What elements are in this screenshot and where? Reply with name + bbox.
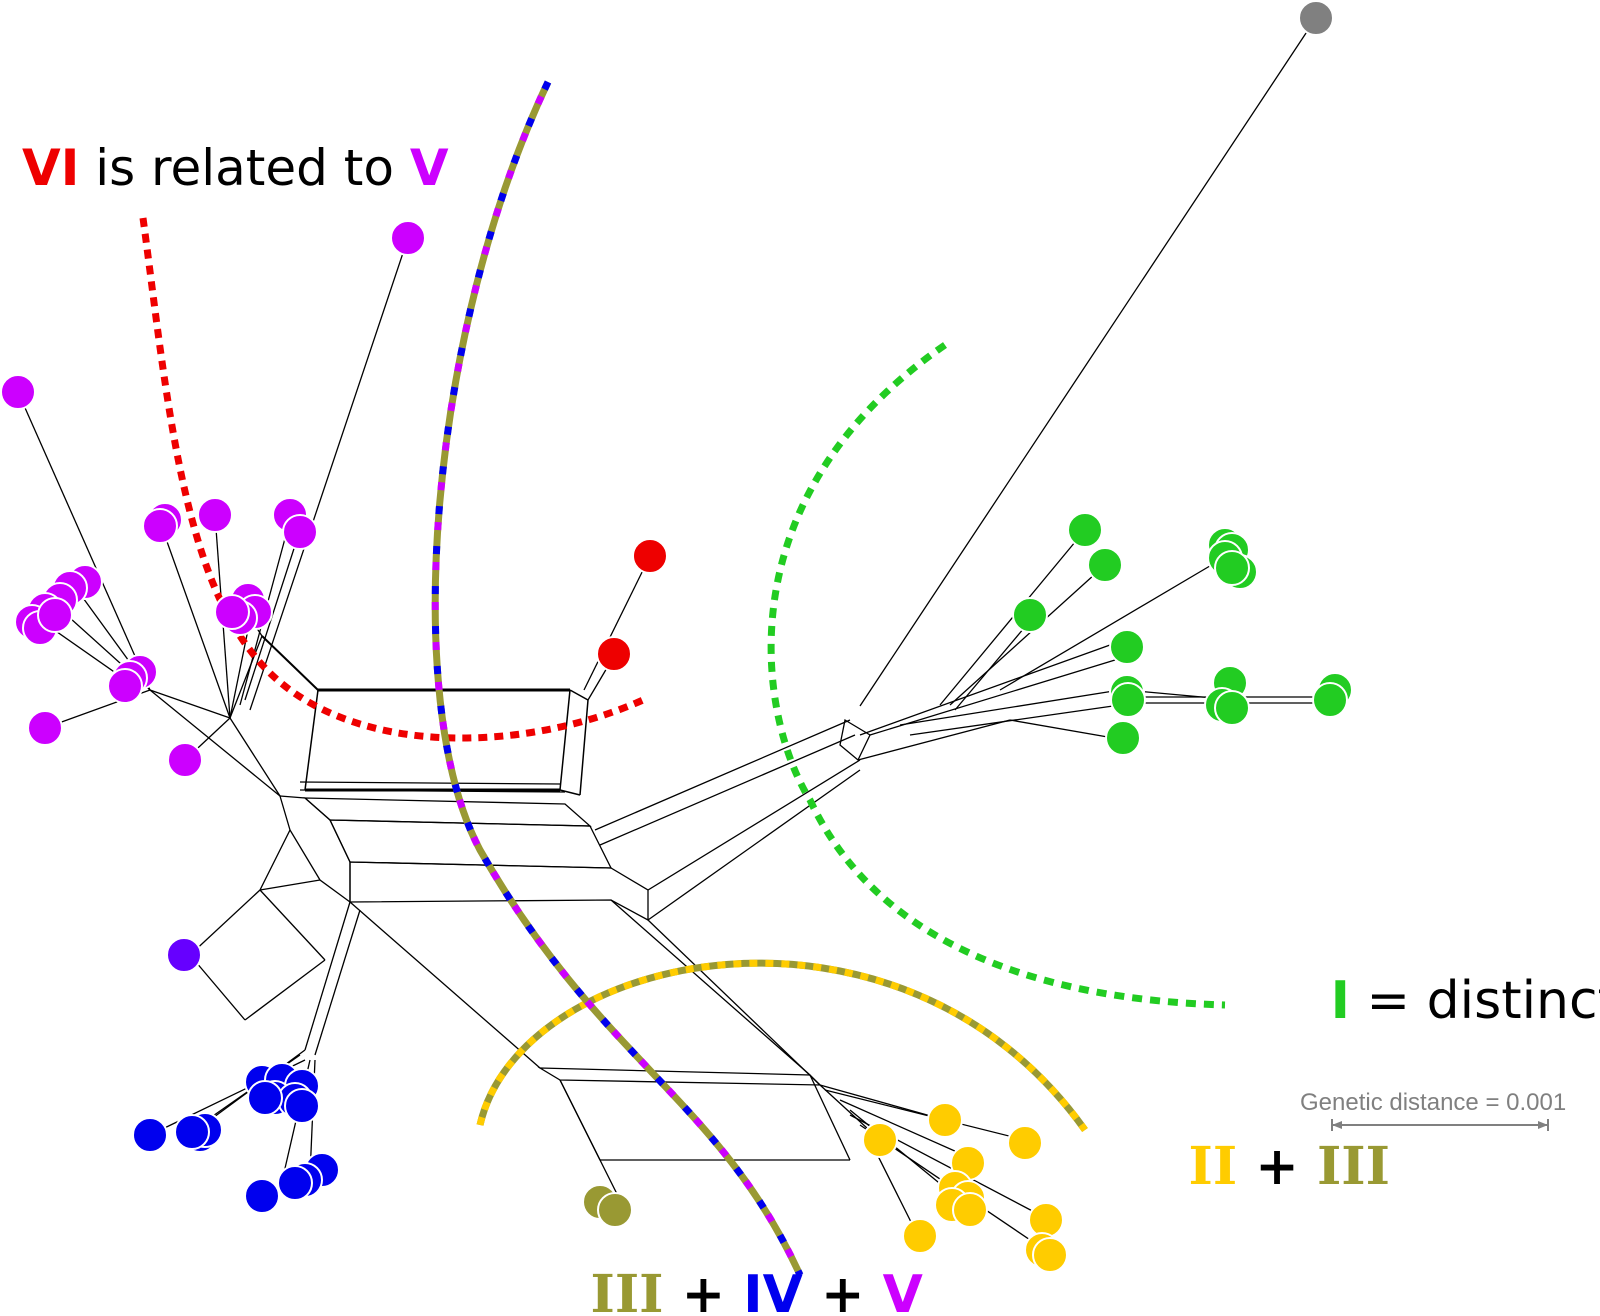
iv-label: IV — [743, 1265, 803, 1316]
plus-sign: + — [1237, 1136, 1317, 1197]
vi-v-divider-curve — [139, 217, 645, 742]
iii-label: III — [1317, 1136, 1390, 1197]
plus-sign-1: + — [664, 1264, 744, 1316]
nodes-group-v — [0, 220, 426, 778]
iii-iv-v-annotation: III + IV + V — [500, 1264, 977, 1316]
ii-label: II — [1189, 1136, 1238, 1197]
ii-plus-iii-annotation: II + III — [1098, 1136, 1444, 1197]
i-distinct-annotation: I = distinct — [1248, 971, 1600, 1031]
v-label: V — [410, 139, 449, 197]
nodes-group-vi — [596, 538, 668, 672]
node-outgroup — [1298, 0, 1334, 36]
v-label-bottom: V — [883, 1265, 923, 1316]
nodes-group-i — [1012, 512, 1353, 756]
nodes-group-iii — [582, 1184, 633, 1228]
i-label: I — [1331, 971, 1350, 1031]
nodes-group-ii — [862, 1102, 1068, 1273]
group-i-divider-curve — [767, 342, 1226, 1009]
distinct-text: = distinct — [1350, 971, 1600, 1031]
plus-sign-2: + — [803, 1264, 883, 1316]
iii-iv-v-divider-curve — [431, 80, 804, 1277]
vi-related-to-v-annotation: VI is related to V — [22, 139, 449, 197]
scale-bar-label: Genetic distance = 0.001 — [1300, 1089, 1566, 1116]
nodes-intermediate — [166, 937, 202, 973]
vi-v-relation-text: is related to — [79, 139, 410, 197]
iii-label-bottom: III — [591, 1264, 664, 1316]
ii-iii-divider-curve — [476, 959, 1088, 1133]
nodes-group-iv — [132, 1062, 340, 1214]
vi-label: VI — [22, 139, 79, 197]
scale-bar: Genetic distance = 0.001 — [1300, 1089, 1566, 1131]
